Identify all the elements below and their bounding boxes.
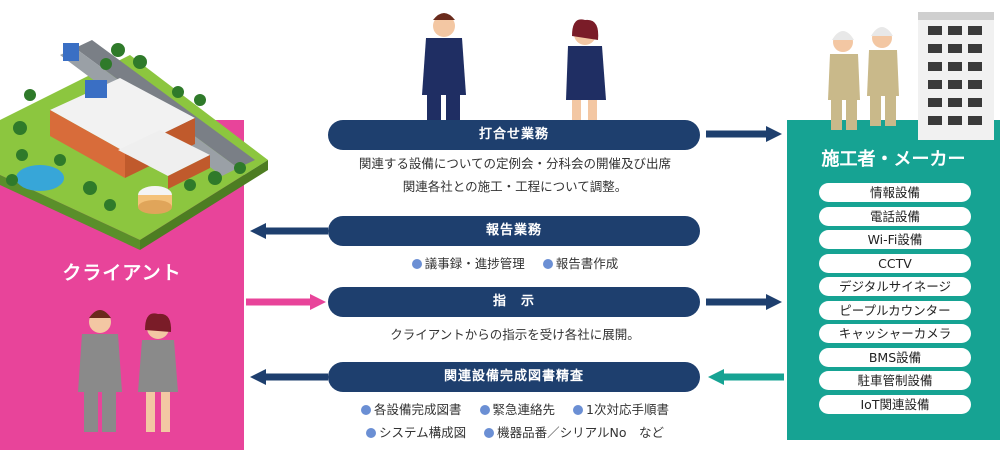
staff-figures (422, 13, 606, 135)
equipment-item: CCTV (819, 253, 971, 273)
meeting-line: 関連各社との施工・工程について調整。 (402, 179, 628, 194)
inspection-item: システム構成図 (366, 421, 466, 444)
equipment-item: BMS設備 (819, 347, 971, 367)
inspection-item: 機器品番／シリアルNo など (484, 421, 664, 444)
equipment-item: ピープルカウンター (819, 300, 971, 320)
report-item: 報告書作成 (542, 252, 618, 275)
report-task-items: 議事録・進捗管理 報告書作成 (270, 252, 760, 275)
bullet-icon (366, 428, 376, 438)
equipment-item: Wi-Fi設備 (819, 230, 971, 249)
meeting-task-description: 関連する設備についての定例会・分科会の開催及び出席 関連各社との施工・工程につい… (270, 152, 760, 198)
campus-illustration (0, 40, 268, 250)
inspection-row: システム構成図 機器品番／シリアルNo など (270, 421, 760, 444)
equipment-list: 情報設備 電話設備 Wi-Fi設備 CCTV デジタルサイネージ ピープルカウン… (819, 183, 971, 418)
inspection-row: 各設備完成図書 緊急連絡先 1次対応手順書 (270, 398, 760, 421)
inspection-item: 各設備完成図書 (361, 398, 462, 421)
meeting-line: 関連する設備についての定例会・分科会の開催及び出席 (358, 156, 672, 171)
client-figures (78, 310, 178, 432)
meeting-task-pill: 打合せ業務 (328, 120, 700, 150)
equipment-item: 情報設備 (819, 183, 971, 202)
equipment-item: デジタルサイネージ (819, 277, 971, 296)
flow-arrows (246, 126, 784, 385)
equipment-item: 駐車管制設備 (819, 371, 971, 390)
client-label: クライアント (62, 262, 182, 284)
bullet-icon (573, 405, 584, 415)
equipment-item: 電話設備 (819, 206, 971, 226)
instruction-task-pill: 指 示 (328, 287, 700, 317)
bullet-icon (484, 428, 495, 438)
inspection-item: 1次対応手順書 (573, 398, 669, 421)
inspection-task-pill: 関連設備完成図書精査 (328, 362, 700, 392)
bullet-icon (411, 259, 422, 269)
bullet-icon (361, 405, 372, 415)
equipment-item: キャッシャーカメラ (819, 324, 971, 343)
maker-label: 施工者・メーカー (821, 149, 966, 170)
maker-illustration (828, 12, 994, 140)
inspection-task-items: 各設備完成図書 緊急連絡先 1次対応手順書 システム構成図 機器品番／シリアルN… (270, 398, 760, 444)
report-task-pill: 報告業務 (328, 216, 700, 246)
report-item: 議事録・進捗管理 (411, 252, 525, 275)
bullet-icon (542, 259, 553, 269)
equipment-item: IoT関連設備 (819, 394, 971, 414)
inspection-item: 緊急連絡先 (479, 398, 555, 421)
instruction-task-description: クライアントからの指示を受け各社に展開。 (390, 327, 640, 342)
bullet-icon (479, 405, 490, 415)
